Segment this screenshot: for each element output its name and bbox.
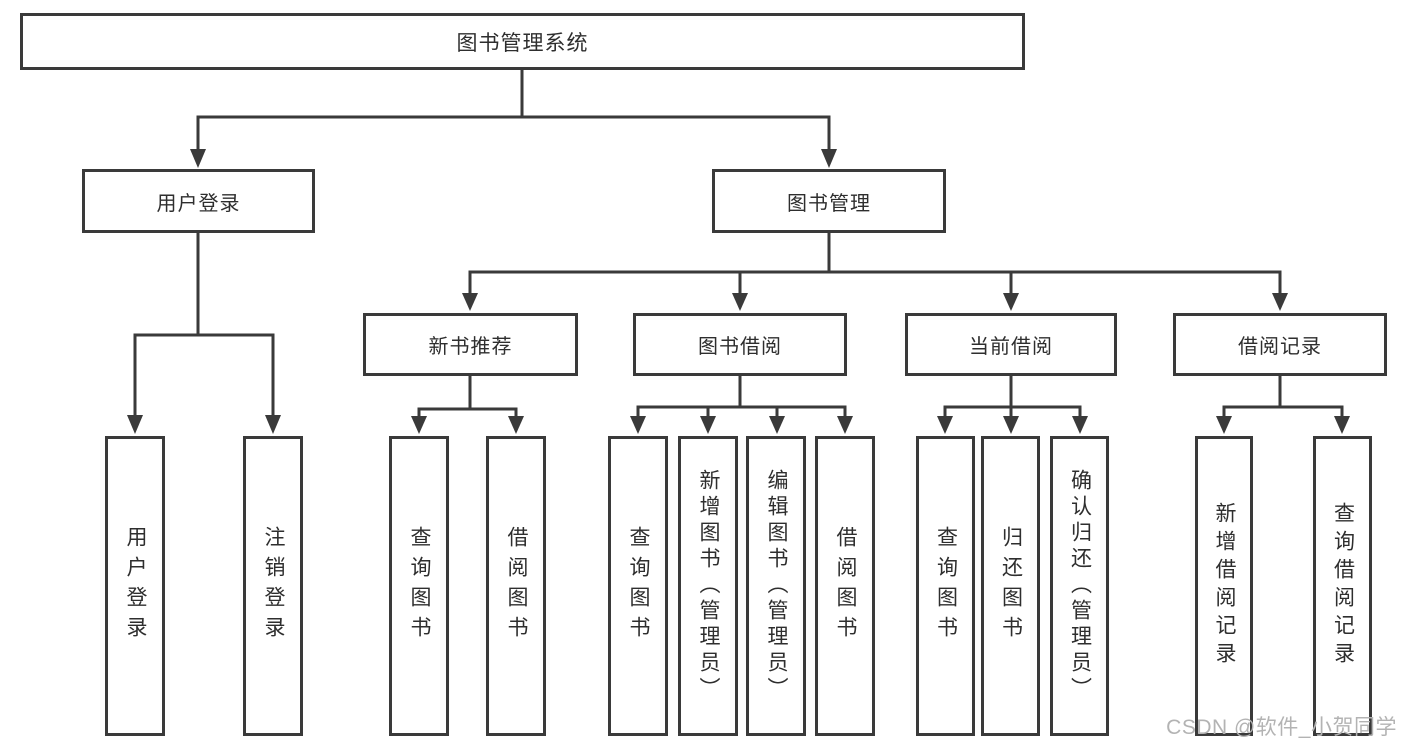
- node-label: 查询图书: [408, 526, 431, 646]
- leaf-return-book: 归还图书: [981, 436, 1040, 736]
- node-borrow-records: 借阅记录: [1173, 313, 1387, 376]
- node-label: 借阅图书: [834, 526, 857, 646]
- node-label: 查询借阅记录: [1331, 502, 1355, 670]
- node-label: 新增借阅记录: [1213, 502, 1236, 670]
- leaf-query-books-borrow: 查询图书: [608, 436, 668, 736]
- node-label: 注销登录: [262, 526, 285, 646]
- node-label: 图书借阅: [698, 336, 782, 358]
- leaf-confirm-return-admin: 确认归还（管理员）: [1050, 436, 1109, 736]
- node-label: 归还图书: [999, 526, 1023, 646]
- node-label: 新书推荐: [428, 336, 513, 358]
- leaf-user-login: 用户登录: [105, 436, 165, 736]
- node-book-management: 图书管理: [712, 169, 946, 233]
- node-new-book-recommend: 新书推荐: [363, 313, 578, 376]
- node-label: 编辑图书（管理员）: [765, 469, 788, 703]
- leaf-add-borrow-record: 新增借阅记录: [1195, 436, 1253, 736]
- leaf-borrow-books: 借阅图书: [815, 436, 875, 736]
- node-label: 用户登录: [156, 192, 241, 215]
- leaf-add-book-admin: 新增图书（管理员）: [678, 436, 738, 736]
- csdn-watermark: CSDN @软件_小贺同学: [1166, 716, 1397, 739]
- leaf-query-borrow-record: 查询借阅记录: [1313, 436, 1372, 736]
- node-label: 新增图书（管理员）: [697, 469, 720, 703]
- node-root: 图书管理系统: [20, 13, 1025, 70]
- leaf-logout: 注销登录: [243, 436, 303, 736]
- node-label: 借阅图书: [505, 526, 528, 646]
- node-label: 借阅记录: [1238, 336, 1322, 358]
- node-label: 查询图书: [934, 526, 958, 646]
- leaf-borrow-books-recommend: 借阅图书: [486, 436, 546, 736]
- node-book-borrow: 图书借阅: [633, 313, 847, 376]
- leaf-query-books-recommend: 查询图书: [389, 436, 449, 736]
- leaf-edit-book-admin: 编辑图书（管理员）: [746, 436, 806, 736]
- node-label: 当前借阅: [969, 336, 1053, 358]
- leaf-query-books-current: 查询图书: [916, 436, 975, 736]
- node-label: 确认归还（管理员）: [1068, 469, 1092, 703]
- node-current-borrow: 当前借阅: [905, 313, 1117, 376]
- node-user-login: 用户登录: [82, 169, 315, 233]
- node-label: 图书管理: [787, 192, 871, 215]
- node-label: 查询图书: [627, 526, 650, 646]
- node-label: 用户登录: [124, 526, 147, 646]
- node-label: 图书管理系统: [456, 31, 589, 55]
